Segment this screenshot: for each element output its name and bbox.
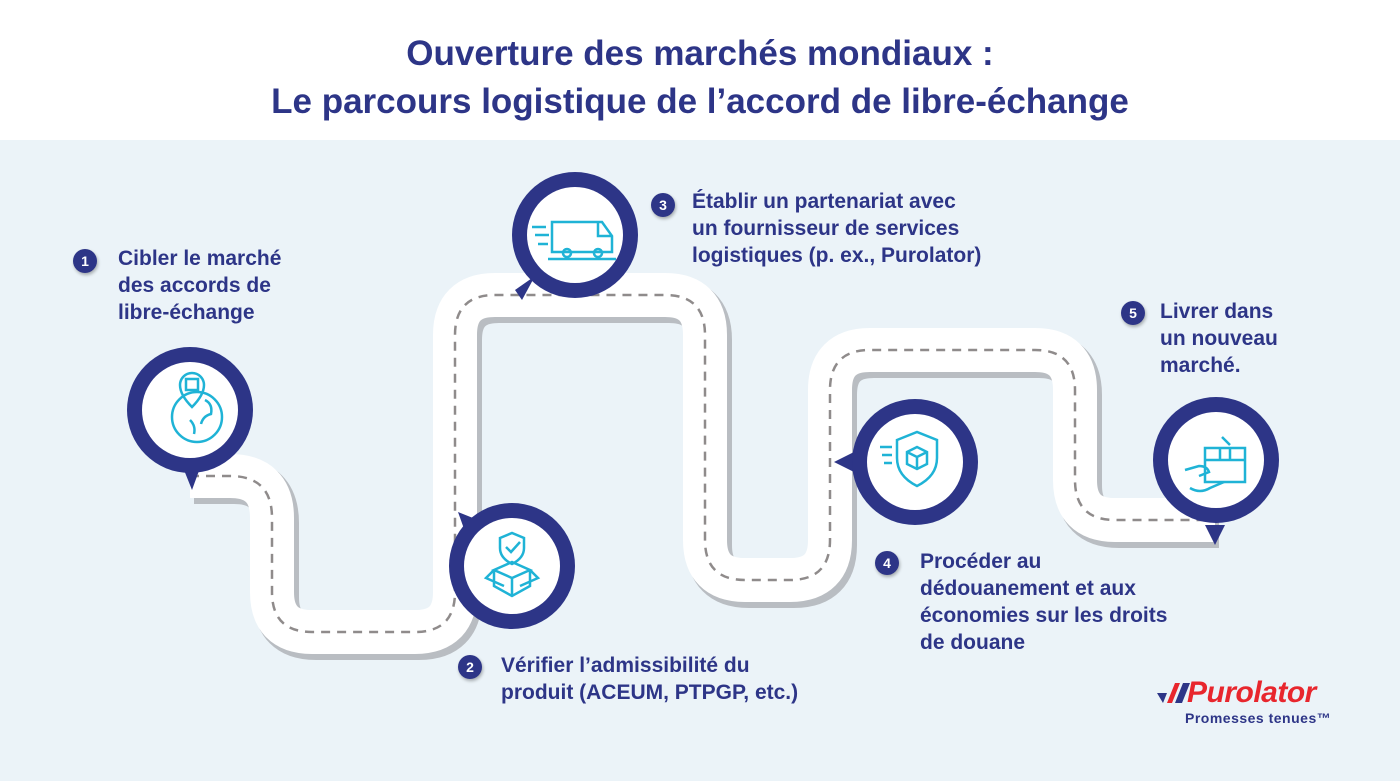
- header: Ouverture des marchés mondiaux : Le parc…: [0, 0, 1400, 140]
- step-5-line: marché.: [1160, 354, 1241, 377]
- step-3-line: logistiques (p. ex., Purolator): [692, 244, 982, 267]
- step-4-line: économies sur les droits: [920, 604, 1168, 627]
- step-3-number-badge: 3: [651, 193, 675, 217]
- logo-tagline: Promesses tenues™: [1185, 710, 1332, 726]
- step-3-line: un fournisseur de services: [692, 217, 960, 240]
- step-1-label: Cibler le marché des accords de libre-éc…: [118, 245, 281, 326]
- step-3-line: Établir un partenariat avec: [692, 190, 956, 213]
- logo-name: Purolator: [1187, 676, 1316, 709]
- shield-check-box-icon: [483, 531, 541, 598]
- pin-step-4: [834, 399, 978, 525]
- step-2-number-badge: 2: [458, 655, 482, 679]
- pin-step-3: [512, 172, 638, 300]
- step-2-line: Vérifier l’admissibilité du: [501, 654, 750, 677]
- step-5-number-badge: 5: [1121, 301, 1145, 325]
- step-3-label: Établir un partenariat avec un fournisse…: [692, 188, 981, 269]
- step-4-label: Procéder au dédouanement et aux économie…: [920, 548, 1167, 656]
- step-4-line: dédouanement et aux: [920, 577, 1136, 600]
- step-1-line: libre-échange: [118, 301, 255, 324]
- hand-package-icon: [1184, 436, 1247, 493]
- page-title-line2: Le parcours logistique de l’accord de li…: [271, 82, 1129, 121]
- pin-step-1: [127, 347, 253, 490]
- step-1-number-badge: 1: [73, 249, 97, 273]
- page-title-line1: Ouverture des marchés mondiaux :: [406, 34, 994, 73]
- step-2-label: Vérifier l’admissibilité du produit (ACE…: [501, 652, 798, 706]
- pin-step-5: [1153, 397, 1279, 545]
- step-4-line: Procéder au: [920, 550, 1042, 573]
- logo-stripes-icon: [1157, 683, 1190, 703]
- delivery-truck-icon: [532, 220, 616, 261]
- step-5-line: un nouveau: [1160, 327, 1278, 350]
- shield-box-icon: [880, 430, 939, 488]
- step-4-number-badge: 4: [875, 551, 899, 575]
- step-1-line: des accords de: [118, 274, 271, 297]
- step-4-line: de douane: [920, 631, 1026, 654]
- pin-step-2: [449, 503, 575, 629]
- globe-location-box-icon: [170, 371, 224, 444]
- step-2-line: produit (ACEUM, PTPGP, etc.): [501, 681, 799, 704]
- step-5-label: Livrer dans un nouveau marché.: [1160, 298, 1278, 379]
- step-5-line: Livrer dans: [1160, 300, 1274, 323]
- step-1-line: Cibler le marché: [118, 247, 282, 270]
